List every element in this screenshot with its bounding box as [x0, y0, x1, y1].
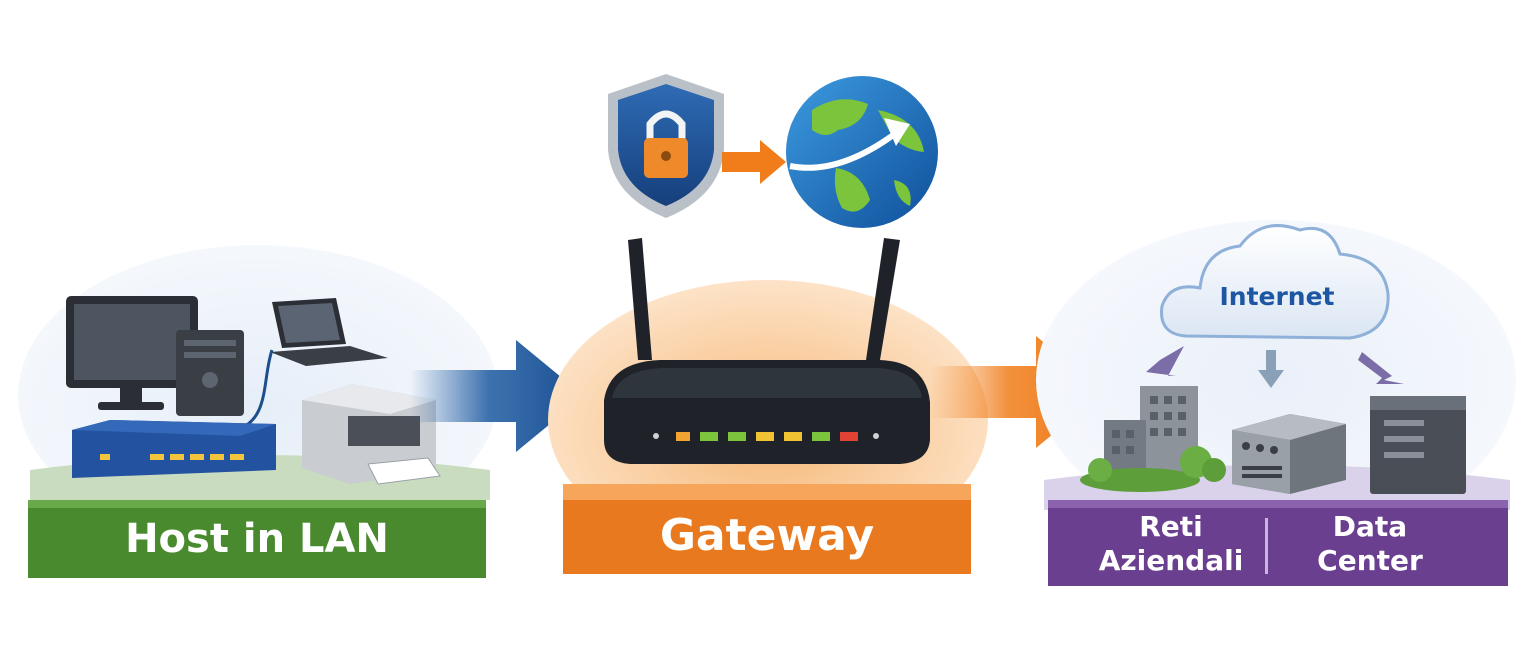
server-rack-icon: [1370, 396, 1466, 494]
data-center-label: Data Center: [1270, 510, 1470, 578]
lan-label-text: Host in LAN: [125, 516, 389, 562]
desktop-computer-icon: [66, 296, 198, 410]
shield-lock-icon: [608, 74, 724, 218]
lan-label: Host in LAN: [28, 500, 486, 578]
cloud-icon: [1160, 224, 1390, 340]
router-icon: [604, 238, 930, 464]
reti-aziendali-line2: Aziendali: [1098, 544, 1244, 577]
uplink-arrow-left: [1146, 346, 1184, 376]
lan-section: [18, 245, 498, 578]
reti-aziendali-label: Reti Aziendali: [1078, 510, 1264, 578]
office-building-icon: [1080, 386, 1226, 492]
flow-arrow-shield-to-globe: [722, 140, 786, 184]
reti-aziendali-line1: Reti: [1139, 510, 1203, 543]
server-icon: [1232, 414, 1346, 494]
switch-icon: [72, 420, 276, 478]
destination-section: [1036, 220, 1516, 586]
data-center-line1: Data: [1332, 510, 1408, 543]
printer-icon: [302, 384, 441, 485]
flow-arrow-lan-to-gateway: [410, 340, 584, 452]
internet-label: Internet: [1219, 282, 1335, 311]
laptop-icon: [270, 298, 388, 366]
uplink-arrow-right: [1358, 352, 1404, 384]
downlink-arrow-center: [1258, 350, 1284, 388]
gateway-section: [548, 74, 988, 574]
gateway-label-text: Gateway: [659, 509, 875, 561]
tower-pc-icon: [176, 330, 244, 416]
data-center-line2: Center: [1317, 544, 1423, 577]
gateway-label: Gateway: [563, 496, 971, 574]
globe-icon: [786, 76, 938, 228]
